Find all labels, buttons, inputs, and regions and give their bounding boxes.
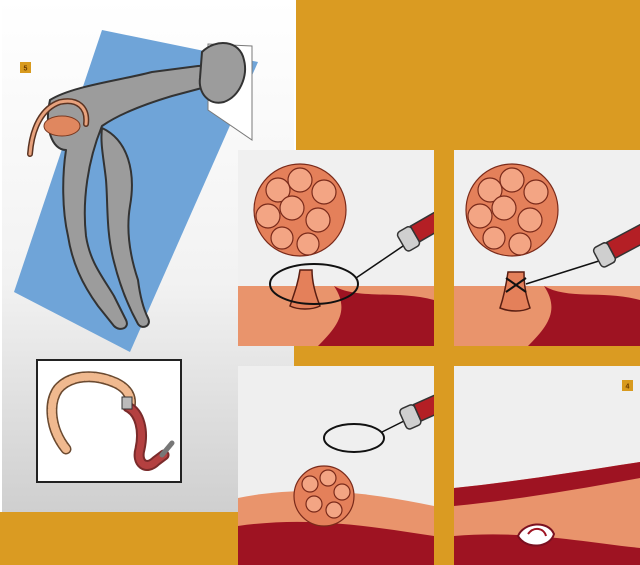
background-orange-top [296, 0, 640, 150]
step-tile-resection-site: 4 [454, 366, 640, 565]
step-badge-4: 4 [626, 384, 630, 391]
step-tile-snare-tightened [454, 150, 640, 346]
background-orange-bottom [0, 512, 240, 565]
resected-polyp [294, 466, 354, 526]
colon-inset [36, 359, 182, 483]
step-badge-5: 5 [24, 66, 28, 73]
polyp-head [254, 164, 346, 256]
step-tile-polyp-resected [238, 366, 434, 565]
step-tile-snare-placement [238, 150, 434, 346]
